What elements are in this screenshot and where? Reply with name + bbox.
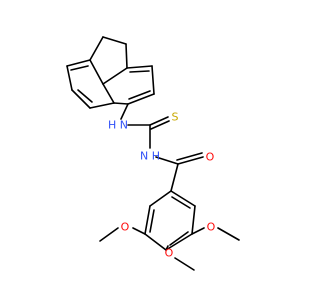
atom-label-o-methoxy-right: O (207, 221, 216, 234)
atom-label-o-methoxy-left: O (121, 221, 130, 234)
atom-label-o-carbonyl: O (206, 151, 215, 164)
bond-ring-a1-double (70, 65, 89, 71)
bond-ch2-left (89, 36, 104, 61)
bond-o-bottom-methyl (174, 257, 195, 271)
bond-benz-6-double (171, 196, 191, 209)
bond-benz-1 (149, 190, 172, 207)
bond-ch2-ch2 (102, 36, 127, 45)
bond-ring-a1 (66, 59, 91, 67)
atom-label-nh: H N (108, 119, 128, 132)
bond-benz-2-double (149, 209, 155, 233)
bond-c-s-2 (150, 120, 170, 130)
bond-carbonyl-1 (177, 156, 204, 165)
atom-label-s: S (172, 111, 179, 124)
bond-ring-a4 (89, 102, 115, 109)
bond-benz-4 (165, 233, 193, 251)
bond-carbonyl-c-to-ring (170, 163, 179, 192)
atom-label-o-methoxy-bottom: O (165, 247, 174, 260)
bond-n-to-carbonyl-c (155, 156, 179, 165)
bond-ring-b4 (113, 102, 129, 105)
bond-o-left (132, 227, 146, 235)
bond-ring-b3-double (128, 90, 151, 100)
bond-carbonyl-2 (176, 152, 203, 161)
bond-o-left-methyl (99, 227, 119, 242)
atom-label-n: N H (140, 150, 160, 163)
bond-ring-b3 (127, 93, 155, 105)
bond-benz-3 (144, 233, 167, 251)
bond-ch2-right (125, 43, 128, 69)
bond-ring-a3 (71, 89, 91, 109)
bond-ring-b1-double (129, 70, 150, 73)
bond-o-bottom (165, 245, 169, 251)
bond-o-right-methyl (217, 227, 240, 241)
bond-ring-b2 (151, 65, 155, 95)
bond-ring-a2 (66, 65, 73, 91)
bond-o-right (191, 227, 205, 235)
bond-c-s-1 (149, 116, 169, 126)
bond-benz-6 (170, 190, 196, 207)
bond-benz-2 (144, 205, 151, 235)
bond-ring-inner1 (89, 59, 104, 85)
bond-benz-5 (191, 205, 196, 235)
bond-ring-a3-double (77, 89, 93, 103)
bond-ring-to-nh (120, 103, 129, 120)
bonds (66, 36, 240, 271)
molecule-structure-diagram: H N S N H O O O O (66, 36, 240, 271)
bond-ring-inner2 (102, 67, 128, 85)
bond-benz-4-double (169, 231, 189, 246)
bond-ring-inner3 (102, 83, 115, 104)
bond-ring-b1 (126, 65, 153, 69)
